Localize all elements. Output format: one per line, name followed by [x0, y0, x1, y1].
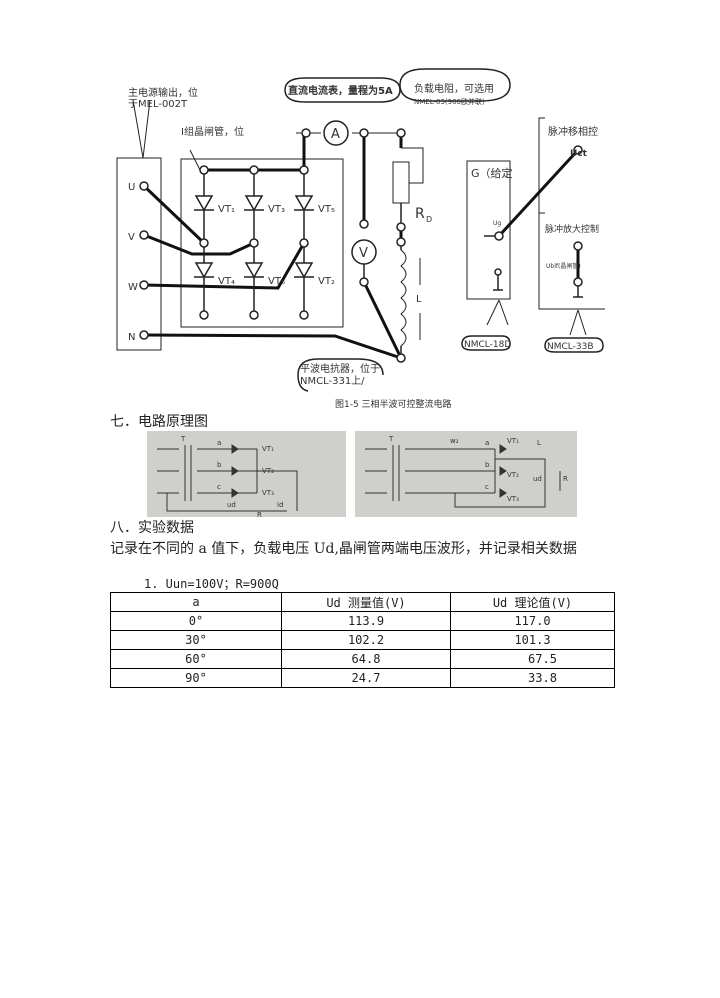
- photo-right-label-vt2: VT₂: [507, 471, 519, 479]
- photo-left-label-id: id: [277, 501, 283, 509]
- callout-power-b: 于MEL-002T: [128, 99, 188, 110]
- terminal-w: W: [128, 282, 138, 293]
- cell-measured: 24.7: [281, 668, 451, 688]
- label-vt4: VT₄: [218, 276, 235, 287]
- ublf-label: Ublf(晶闸管): [546, 262, 581, 270]
- cell-angle: 0°: [110, 611, 282, 631]
- box-33b-mid: 脉冲放大控制: [545, 223, 599, 235]
- terminal-u: U: [128, 182, 135, 193]
- photo-right-label-w2: w₂: [450, 437, 459, 445]
- photo-left-label-t: T: [180, 435, 186, 443]
- schematic-photo-right: T w₂ a b c VT₁ VT₂ VT₃ L ud R: [355, 431, 577, 517]
- g-label: G（给定: [471, 166, 513, 180]
- terminal-n: N: [128, 332, 135, 343]
- label-vt1: VT₁: [218, 204, 235, 215]
- callout-load-a: 负载电阻，可选用: [414, 82, 494, 95]
- photo-left-label-vt1: VT₁: [262, 445, 274, 453]
- box-33b: [538, 117, 605, 310]
- terminal-nodes: [139, 128, 583, 363]
- photo-left-label-c: c: [217, 483, 221, 491]
- cell-angle: 90°: [110, 668, 282, 688]
- cell-measured: 113.9: [281, 611, 451, 631]
- cell-theoretical: 33.8: [450, 668, 615, 688]
- thyristor-symbols: [194, 195, 314, 279]
- inductor-label: L: [416, 294, 422, 305]
- voltmeter-icon: [351, 239, 377, 265]
- callout-scr: I组晶闸管，位: [181, 125, 244, 138]
- resistor-label: R: [415, 206, 425, 222]
- header-measured: Ud 测量值(V): [281, 592, 451, 612]
- ammeter-icon: [323, 120, 349, 146]
- table-header-row: a Ud 测量值(V) Ud 理论值(V): [110, 592, 615, 612]
- callout-reactor-a: 平波电抗器，位于: [300, 362, 380, 375]
- callout-reactor-b: NMCL-331上/: [300, 375, 365, 387]
- voltmeter-label: V: [359, 246, 368, 261]
- schematic-photo-left: T a b c VT₁ VT₂ VT₃ ud id R: [147, 431, 346, 519]
- cell-measured: 64.8: [281, 649, 451, 669]
- tag-18d: NMCL-18D: [464, 340, 511, 350]
- table-label: 1. Uun=100V；R=900Q: [144, 577, 279, 591]
- power-box: [116, 157, 162, 351]
- cell-theoretical: 67.5: [450, 649, 615, 669]
- header-a: a: [110, 592, 282, 612]
- section7-title: 七．电路原理图: [110, 414, 208, 430]
- cell-angle: 30°: [110, 630, 282, 650]
- photo-left-label-r: R: [257, 511, 262, 517]
- label-vt5: VT₅: [318, 204, 335, 215]
- photo-right-label-l: L: [537, 439, 541, 447]
- photo-right-label-a: a: [485, 439, 489, 447]
- tag-33b: NMCL-33B: [547, 342, 594, 352]
- uct-label: Uct: [570, 149, 588, 159]
- callout-ammeter: 直流电流表，量程为5A: [288, 84, 393, 97]
- terminal-v: V: [128, 232, 135, 243]
- figure-caption: 图1-5 三相半波可控整流电路: [335, 398, 452, 410]
- callout-load-b: NMEL-03(900欧并联): [414, 97, 485, 106]
- photo-left-label-vt3: VT₃: [262, 489, 274, 497]
- cell-measured: 102.2: [281, 630, 451, 650]
- cell-angle: 60°: [110, 649, 282, 669]
- photo-right-label-ud: ud: [533, 475, 542, 483]
- photo-right-label-t: T: [388, 435, 394, 443]
- callout-power-a: 主电源输出，位: [128, 86, 198, 99]
- ug-label: Ug: [493, 220, 501, 227]
- photo-left-label-ud: ud: [227, 501, 236, 509]
- thyristor-box: [180, 158, 344, 328]
- section8-title: 八．实验数据: [110, 520, 194, 536]
- label-vt6: VT₆: [268, 276, 285, 287]
- cell-theoretical: 117.0: [450, 611, 615, 631]
- photo-left-label-vt2: VT₂: [262, 467, 274, 475]
- photo-right-label-vt1: VT₁: [507, 437, 519, 445]
- resistor: [392, 161, 410, 204]
- photo-right-label-r: R: [563, 475, 568, 483]
- cell-theoretical: 101.3: [450, 630, 615, 650]
- circuit-diagram: 主电源输出，位 于MEL-002T I组晶闸管，位 直流电流表，量程为5A 负载…: [116, 68, 605, 410]
- photo-right-label-vt3: VT₃: [507, 495, 519, 503]
- section8-desc: 记录在不同的 a 值下，负载电压 Ud,晶闸管两端电压波形，并记录相关数据: [110, 541, 577, 557]
- inductor: [400, 249, 407, 347]
- label-vt2: VT₂: [318, 276, 335, 287]
- label-vt3: VT₃: [268, 204, 285, 215]
- box-33b-top: 脉冲移相控: [548, 125, 598, 138]
- photo-left-label-a: a: [217, 439, 221, 447]
- header-theoretical: Ud 理论值(V): [450, 592, 615, 612]
- resistor-sub: D: [426, 215, 432, 224]
- photo-right-label-b: b: [485, 461, 490, 469]
- photo-left-label-b: b: [217, 461, 222, 469]
- ammeter-label: A: [331, 127, 340, 142]
- g-box: [466, 160, 511, 300]
- photo-right-label-c: c: [485, 483, 489, 491]
